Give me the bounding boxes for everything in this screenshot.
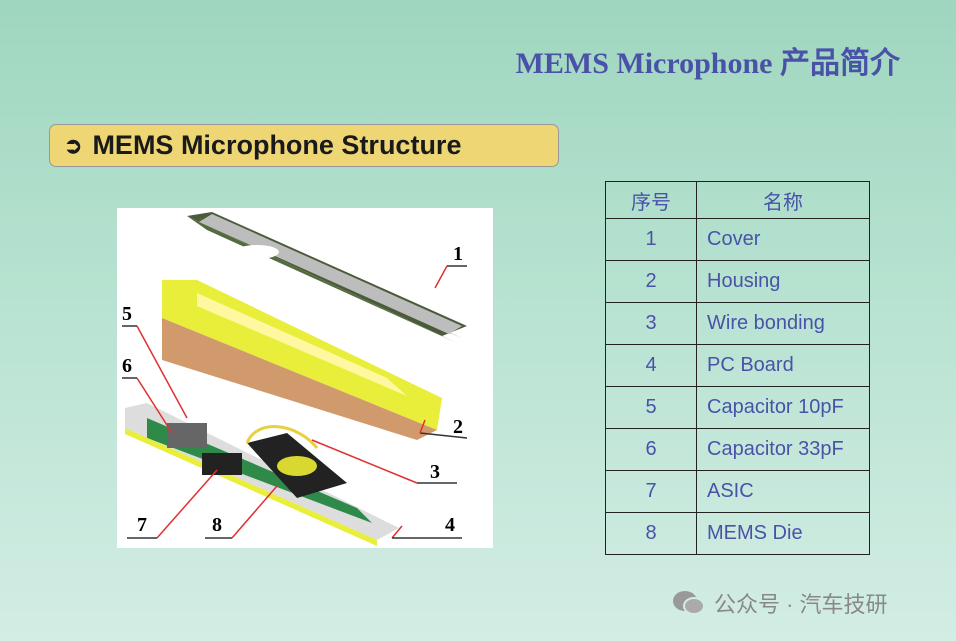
label-2: 2 (453, 416, 463, 438)
label-8: 8 (212, 514, 222, 536)
mems-diaphragm (277, 456, 317, 476)
cell-name: Housing (696, 260, 870, 303)
cell-no: 4 (605, 344, 697, 387)
cell-no: 3 (605, 302, 697, 345)
cell-name: PC Board (696, 344, 870, 387)
label-5: 5 (122, 303, 132, 325)
header-no: 序号 (605, 181, 697, 219)
label-7: 7 (137, 514, 147, 536)
housing-side (162, 318, 437, 440)
header-name: 名称 (696, 181, 870, 219)
label-3: 3 (430, 461, 440, 483)
pc-board-edge (125, 428, 377, 546)
label-4: 4 (445, 514, 455, 536)
cell-name: Wire bonding (696, 302, 870, 345)
housing-inner (197, 293, 407, 396)
banner-text: MEMS Microphone Structure (92, 130, 462, 160)
section-banner: ➲ MEMS Microphone Structure (49, 124, 559, 167)
cell-no: 2 (605, 260, 697, 303)
cell-name: Capacitor 10pF (696, 386, 870, 429)
cell-no: 5 (605, 386, 697, 429)
capacitor (167, 423, 207, 448)
cell-no: 6 (605, 428, 697, 471)
structure-diagram: 1 2 3 4 5 6 7 8 (117, 208, 493, 548)
wechat-icon (673, 591, 705, 615)
label-1: 1 (453, 243, 463, 265)
cell-name: Capacitor 33pF (696, 428, 870, 471)
sound-port-hole (235, 245, 279, 259)
cell-name: Cover (696, 218, 870, 261)
cell-no: 1 (605, 218, 697, 261)
bond-wire (245, 425, 319, 449)
asic-chip (202, 453, 242, 475)
arrow-right-circle-icon: ➲ (64, 132, 83, 158)
cell-name: ASIC (696, 470, 870, 513)
table-header-row: 序号名称 (605, 181, 870, 219)
page-title: MEMS Microphone 产品简介 (515, 47, 900, 80)
watermark-text: 公众号 · 汽车技研 (714, 592, 888, 617)
label-6: 6 (122, 355, 132, 377)
leader-lines (122, 265, 468, 539)
cover-top-face (199, 214, 462, 334)
cell-no: 7 (605, 470, 697, 513)
watermark: 公众号 · 汽车技研 (672, 587, 888, 619)
cell-no: 8 (605, 512, 697, 555)
cell-name: MEMS Die (696, 512, 870, 555)
